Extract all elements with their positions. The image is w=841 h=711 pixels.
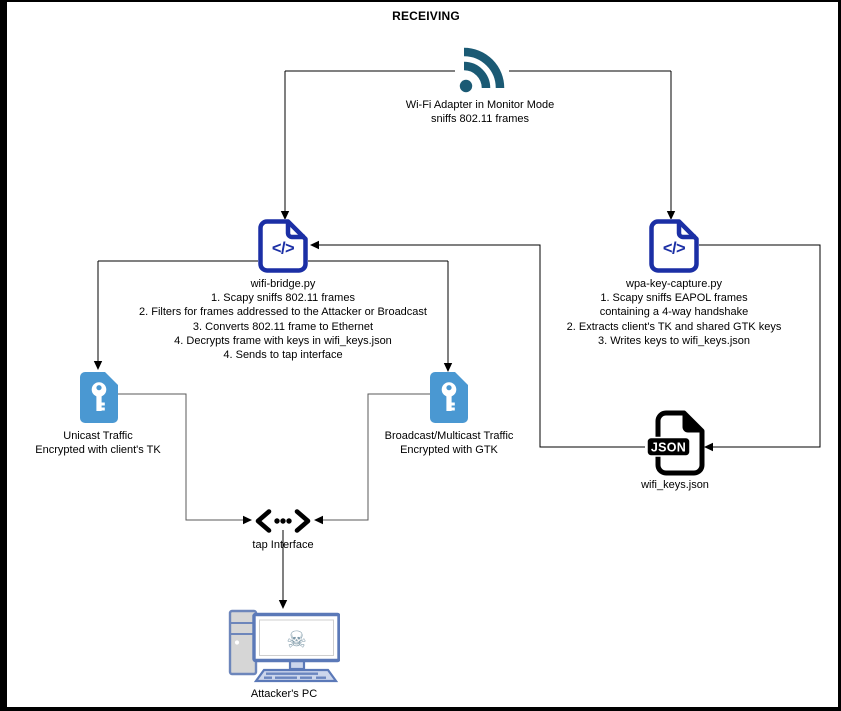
arrowhead-to-wpa-top bbox=[666, 211, 676, 220]
edge-unicast-to-tap-line bbox=[118, 393, 243, 521]
code-glyph: </> bbox=[272, 240, 294, 258]
wpa-key-capture-step-2: 2. Extracts client's TK and shared GTK k… bbox=[566, 320, 782, 333]
wpa-key-capture-code-file-icon: </> bbox=[649, 219, 699, 273]
wifi-adapter-label-line2: sniffs 802.11 frames bbox=[430, 113, 530, 126]
page-title: RECEIVING bbox=[392, 9, 460, 23]
wifi-adapter-label: Wi-Fi Adapter in Monitor Mode sniffs 802… bbox=[406, 98, 555, 126]
wifi-bridge-name: wifi-bridge.py bbox=[250, 278, 316, 290]
arrowhead-to-unicast bbox=[93, 361, 103, 370]
arrowhead-to-broadcast bbox=[443, 363, 453, 372]
wpa-key-capture-step-1b: containing a 4-way handshake bbox=[599, 306, 749, 319]
wifi-adapter-icon bbox=[455, 44, 509, 96]
wifi-bridge-step-1: 1. Scapy sniffs 802.11 frames bbox=[211, 292, 355, 305]
tap-interface-label-text: tap Interface bbox=[252, 539, 314, 551]
wpa-key-capture-description: wpa-key-capture.py 1. Scapy sniffs EAPOL… bbox=[567, 277, 782, 348]
wifi-bridge-step-4: 4. Decrypts frame with keys in wifi_keys… bbox=[174, 334, 392, 347]
skull-icon: ☠ bbox=[286, 628, 307, 654]
json-file-icon: JSON bbox=[644, 408, 714, 478]
wifi-bridge-step-3: 3. Converts 802.11 frame to Ethernet bbox=[192, 320, 374, 333]
arrowhead-to-pc bbox=[278, 600, 288, 609]
broadcast-key-file-icon bbox=[430, 371, 469, 423]
wifi-adapter-label-line1: Wi-Fi Adapter in Monitor Mode bbox=[405, 99, 555, 111]
wifi-bridge-description: wifi-bridge.py 1. Scapy sniffs 802.11 fr… bbox=[139, 277, 427, 362]
arrowhead-to-bridge-right bbox=[310, 240, 319, 250]
tap-interface-label: tap Interface bbox=[252, 538, 313, 552]
json-badge: JSON bbox=[651, 441, 686, 455]
diagram-canvas bbox=[7, 2, 838, 707]
broadcast-label-line1: Broadcast/Multicast Traffic bbox=[384, 430, 514, 442]
wpa-key-capture-name: wpa-key-capture.py bbox=[626, 278, 722, 290]
arrowhead-to-bridge-top bbox=[280, 211, 290, 220]
tap-interface-icon bbox=[252, 508, 314, 534]
unicast-label-line2: Encrypted with client's TK bbox=[35, 444, 161, 457]
wifi-keys-json-label: wifi_keys.json bbox=[641, 478, 709, 492]
code-glyph: </> bbox=[663, 240, 685, 258]
wifi-bridge-step-2: 2. Filters for frames addressed to the A… bbox=[139, 306, 427, 319]
attacker-pc-icon: ☠ bbox=[228, 608, 341, 686]
broadcast-label-line2: Encrypted with GTK bbox=[400, 444, 498, 457]
wifi-keys-json-label-text: wifi_keys.json bbox=[641, 479, 709, 491]
arrowhead-to-json bbox=[704, 442, 713, 452]
arrowhead-to-tap-right bbox=[314, 515, 323, 525]
edge-wpa-to-json-line bbox=[699, 244, 821, 448]
wifi-bridge-code-file-icon: </> bbox=[258, 219, 308, 273]
unicast-label-line1: Unicast Traffic bbox=[63, 430, 133, 442]
unicast-label: Unicast Traffic Encrypted with client's … bbox=[35, 429, 160, 457]
arrowhead-to-tap-left bbox=[243, 515, 252, 525]
wpa-key-capture-step-3: 3. Writes keys to wifi_keys.json bbox=[597, 334, 750, 347]
wifi-bridge-step-5: 4. Sends to tap interface bbox=[223, 349, 343, 362]
broadcast-label: Broadcast/Multicast Traffic Encrypted wi… bbox=[385, 429, 514, 457]
edge-broadcast-to-tap-line bbox=[322, 393, 430, 521]
unicast-key-file-icon bbox=[80, 371, 119, 423]
edge-json-to-bridge-line bbox=[319, 244, 645, 448]
attacker-pc-label: Attacker's PC bbox=[251, 687, 317, 701]
wpa-key-capture-step-1: 1. Scapy sniffs EAPOL frames bbox=[600, 292, 748, 305]
attacker-pc-label-text: Attacker's PC bbox=[250, 688, 318, 700]
